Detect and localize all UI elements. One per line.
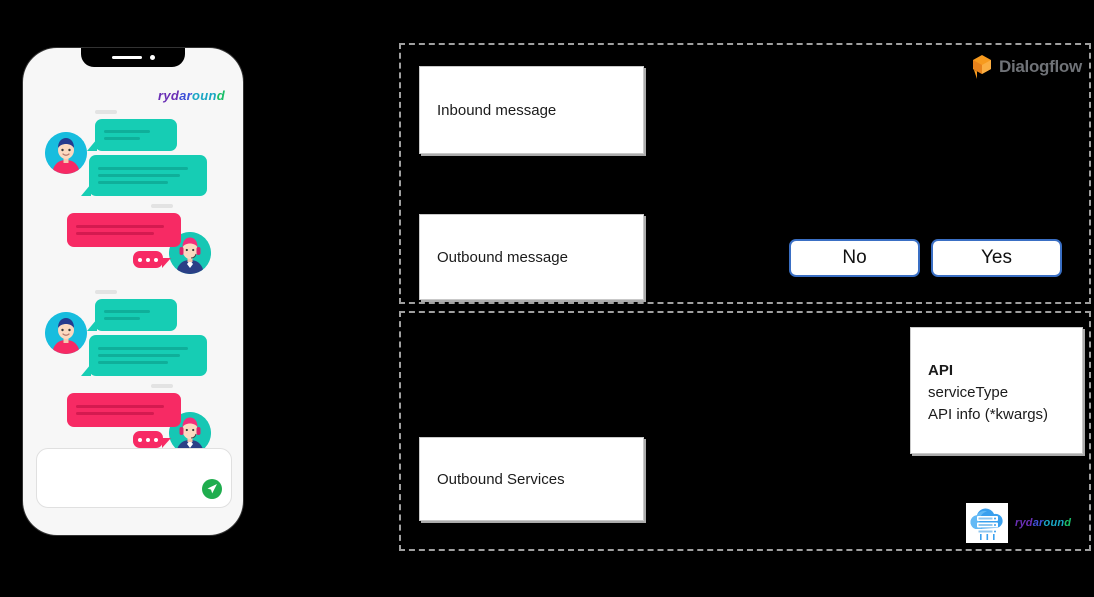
typing-dot (146, 437, 150, 442)
send-paper-plane-icon (207, 484, 217, 494)
chat-bubble-user (87, 299, 177, 331)
api-card[interactable]: API serviceType API info (*kwargs) (910, 327, 1083, 454)
chat-group-user-1 (23, 110, 243, 198)
dialogflow-wordmark: Dialogflow (999, 57, 1082, 76)
message-timestamp (151, 204, 173, 208)
chat-group-agent-2 (23, 384, 243, 462)
agent-avatar (169, 232, 211, 274)
typing-dot (138, 257, 142, 262)
api-card-title: API (928, 362, 954, 379)
user-avatar (45, 132, 87, 174)
typing-dot (154, 437, 158, 442)
chat-group-user-2 (23, 290, 243, 378)
phone-mockup: rydaround (23, 48, 243, 535)
message-timestamp (95, 290, 117, 294)
box-outbound-message[interactable]: Outbound message (419, 214, 644, 300)
rydaround-cloud-logo: rydaround (966, 503, 1071, 543)
speaker-bar-icon (111, 56, 142, 59)
phone-notch (81, 48, 185, 67)
typing-dot (146, 257, 150, 262)
chat-bubble-agent (67, 213, 181, 247)
box-outbound-message-label: Outbound message (437, 248, 568, 266)
rydaround-cloud-wordmark: rydaround (1015, 517, 1072, 529)
cloud-server-icon (966, 503, 1008, 543)
yes-button[interactable]: Yes (931, 239, 1062, 277)
box-outbound-services-label: Outbound Services (437, 470, 565, 488)
chat-group-agent-1 (23, 204, 243, 282)
box-inbound-message[interactable]: Inbound message (419, 66, 644, 154)
box-inbound-message-label: Inbound message (437, 101, 557, 119)
chat-bubble-user (87, 119, 177, 151)
chat-bubble-user (81, 155, 207, 196)
message-timestamp (95, 110, 117, 114)
rydaround-wordmark: rydaround (157, 88, 225, 103)
api-card-info: API info (*kwargs) (928, 406, 1049, 423)
dialogflow-cube-icon (973, 55, 991, 79)
user-avatar (45, 312, 87, 354)
message-timestamp (151, 384, 173, 388)
front-camera-icon (149, 55, 155, 60)
chat-input-field[interactable] (36, 448, 232, 508)
chat-bubble-user (81, 335, 207, 376)
send-button[interactable] (202, 479, 222, 499)
typing-indicator-bubble (133, 431, 171, 448)
chat-bubble-agent (67, 393, 181, 427)
chat-message-list[interactable] (23, 110, 243, 454)
no-button[interactable]: No (789, 239, 920, 277)
api-card-service-type: serviceType (928, 384, 1009, 401)
typing-dot (154, 257, 158, 262)
typing-indicator-bubble (133, 251, 171, 268)
box-outbound-services[interactable]: Outbound Services (419, 437, 644, 521)
dialogflow-logo: Dialogflow (971, 54, 1082, 80)
typing-dot (138, 437, 142, 442)
